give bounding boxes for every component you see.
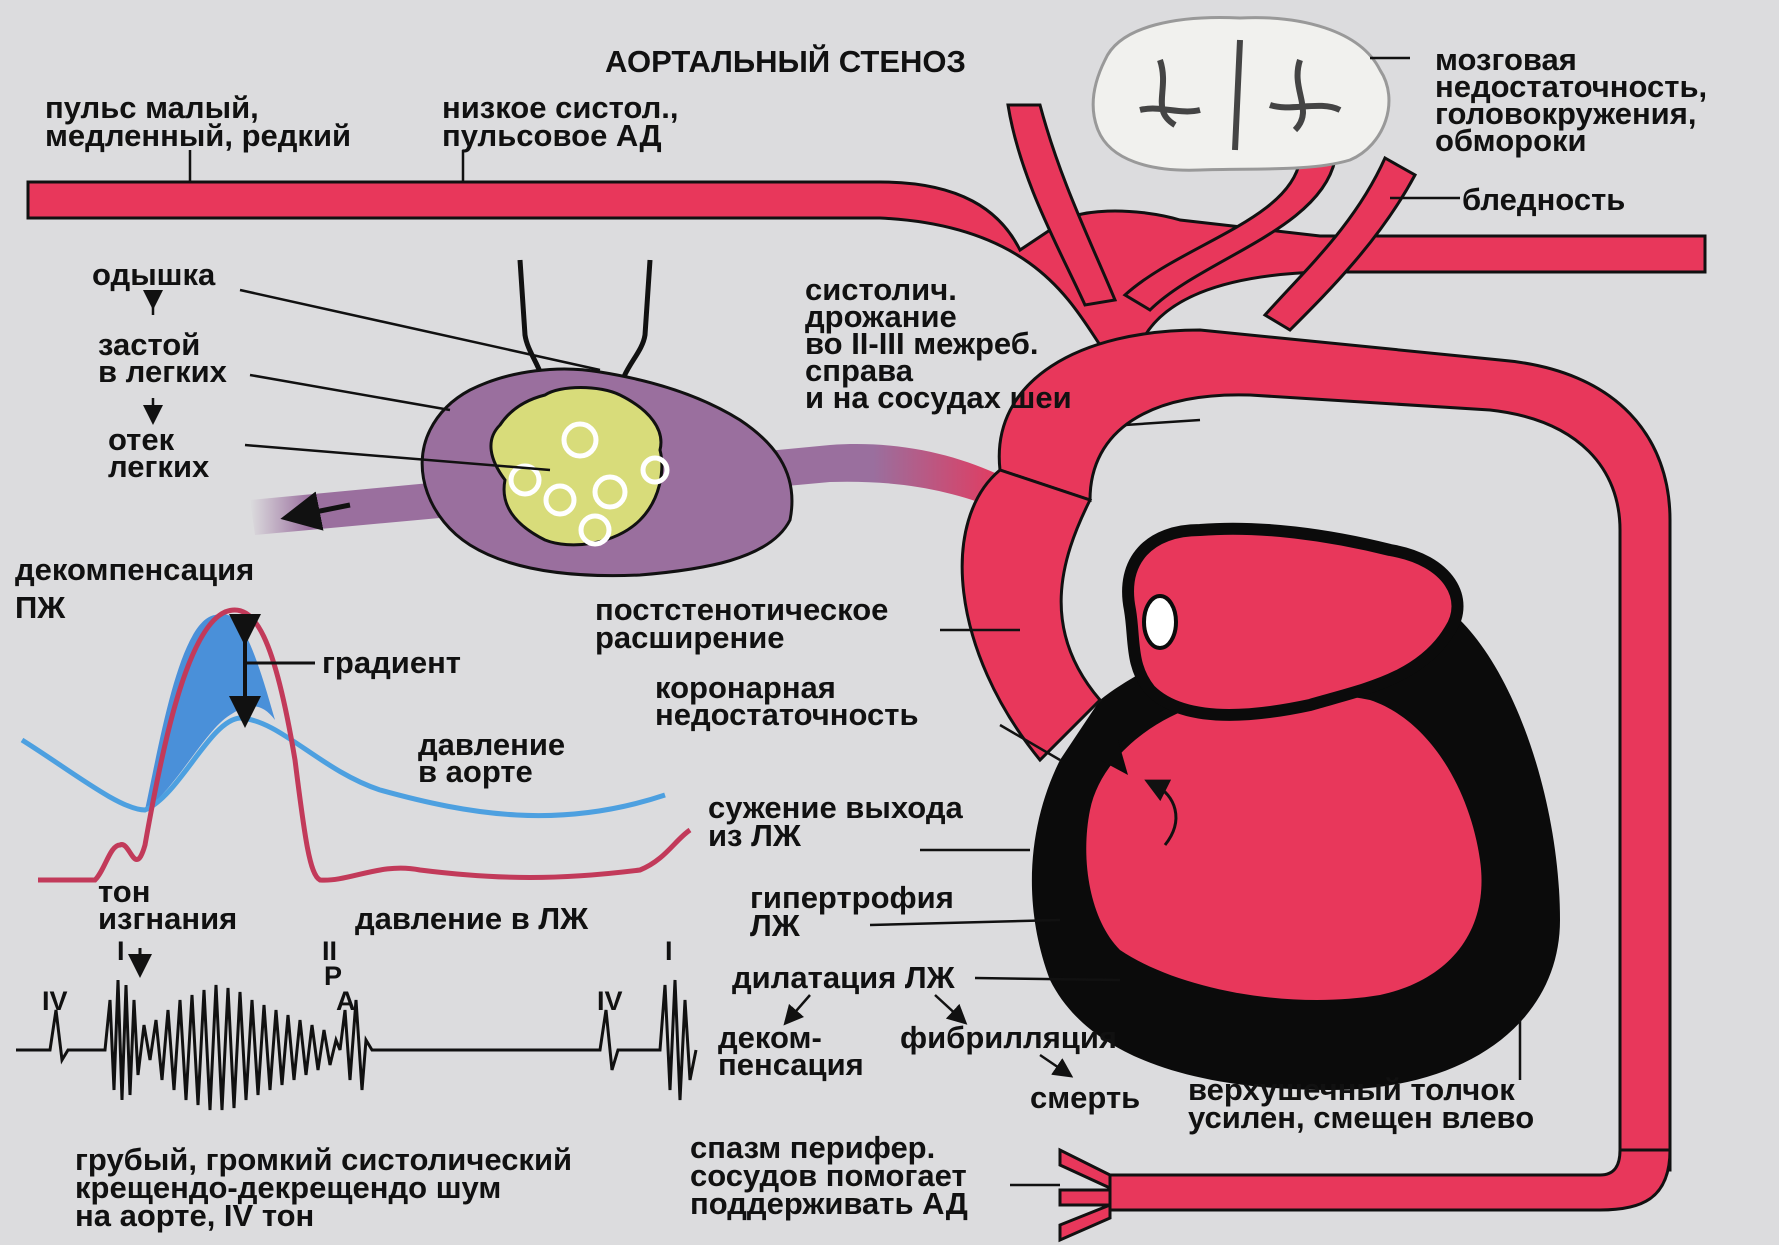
brain-icon [1093, 17, 1389, 170]
tone-I-left: I [117, 936, 125, 966]
lv-pressure-label: давление в ЛЖ [355, 901, 589, 936]
congestion-label-2: в легких [98, 354, 228, 389]
dyspnea-label: одышка [92, 257, 216, 292]
spasm-branch-2 [1060, 1190, 1110, 1205]
tone-IV-left: IV [42, 986, 68, 1016]
rv-decomp-label-1: декомпенсация [15, 552, 254, 587]
murmur-label-3: на аорте, IV тон [75, 1198, 314, 1233]
valve-opening [1144, 596, 1176, 648]
spasm-label-3: поддерживать АД [690, 1186, 968, 1221]
tone-A: A [336, 986, 356, 1016]
edema-label-2: легких [108, 449, 210, 484]
lv-dilation-label: дилатация ЛЖ [732, 960, 956, 995]
coronary-label-2: недостаточность [655, 697, 919, 732]
pulse-label-2: медленный, редкий [45, 118, 351, 153]
tone-IV-right: IV [597, 986, 623, 1016]
outflow-label-2: из ЛЖ [708, 818, 802, 853]
low-bp-label-2: пульсовое АД [442, 118, 662, 153]
poststenotic-label-2: расширение [595, 620, 785, 655]
apex-beat-label-2: усилен, смещен влево [1188, 1100, 1534, 1135]
pallor-label: бледность [1462, 182, 1625, 217]
brain-label-4: обмороки [1435, 123, 1587, 158]
lvh-label-2: ЛЖ [750, 908, 801, 943]
lv-cavity [1086, 693, 1481, 1000]
fibrillation-label: фибрилляция [900, 1020, 1117, 1055]
ejection-tone-label-2: изгнания [98, 901, 237, 936]
gradient-label: градиент [322, 645, 461, 680]
decompensation-label-2: пенсация [718, 1047, 864, 1082]
tone-I-right: I [665, 936, 673, 966]
aortic-pressure-label-2: в аорте [418, 754, 533, 789]
death-label: смерть [1030, 1080, 1140, 1115]
rv-decomp-label-2: ПЖ [15, 590, 66, 625]
thrill-label-5: и на сосудах шеи [805, 380, 1072, 415]
diagram-title: АОРТАЛЬНЫЙ СТЕНОЗ [605, 43, 966, 79]
